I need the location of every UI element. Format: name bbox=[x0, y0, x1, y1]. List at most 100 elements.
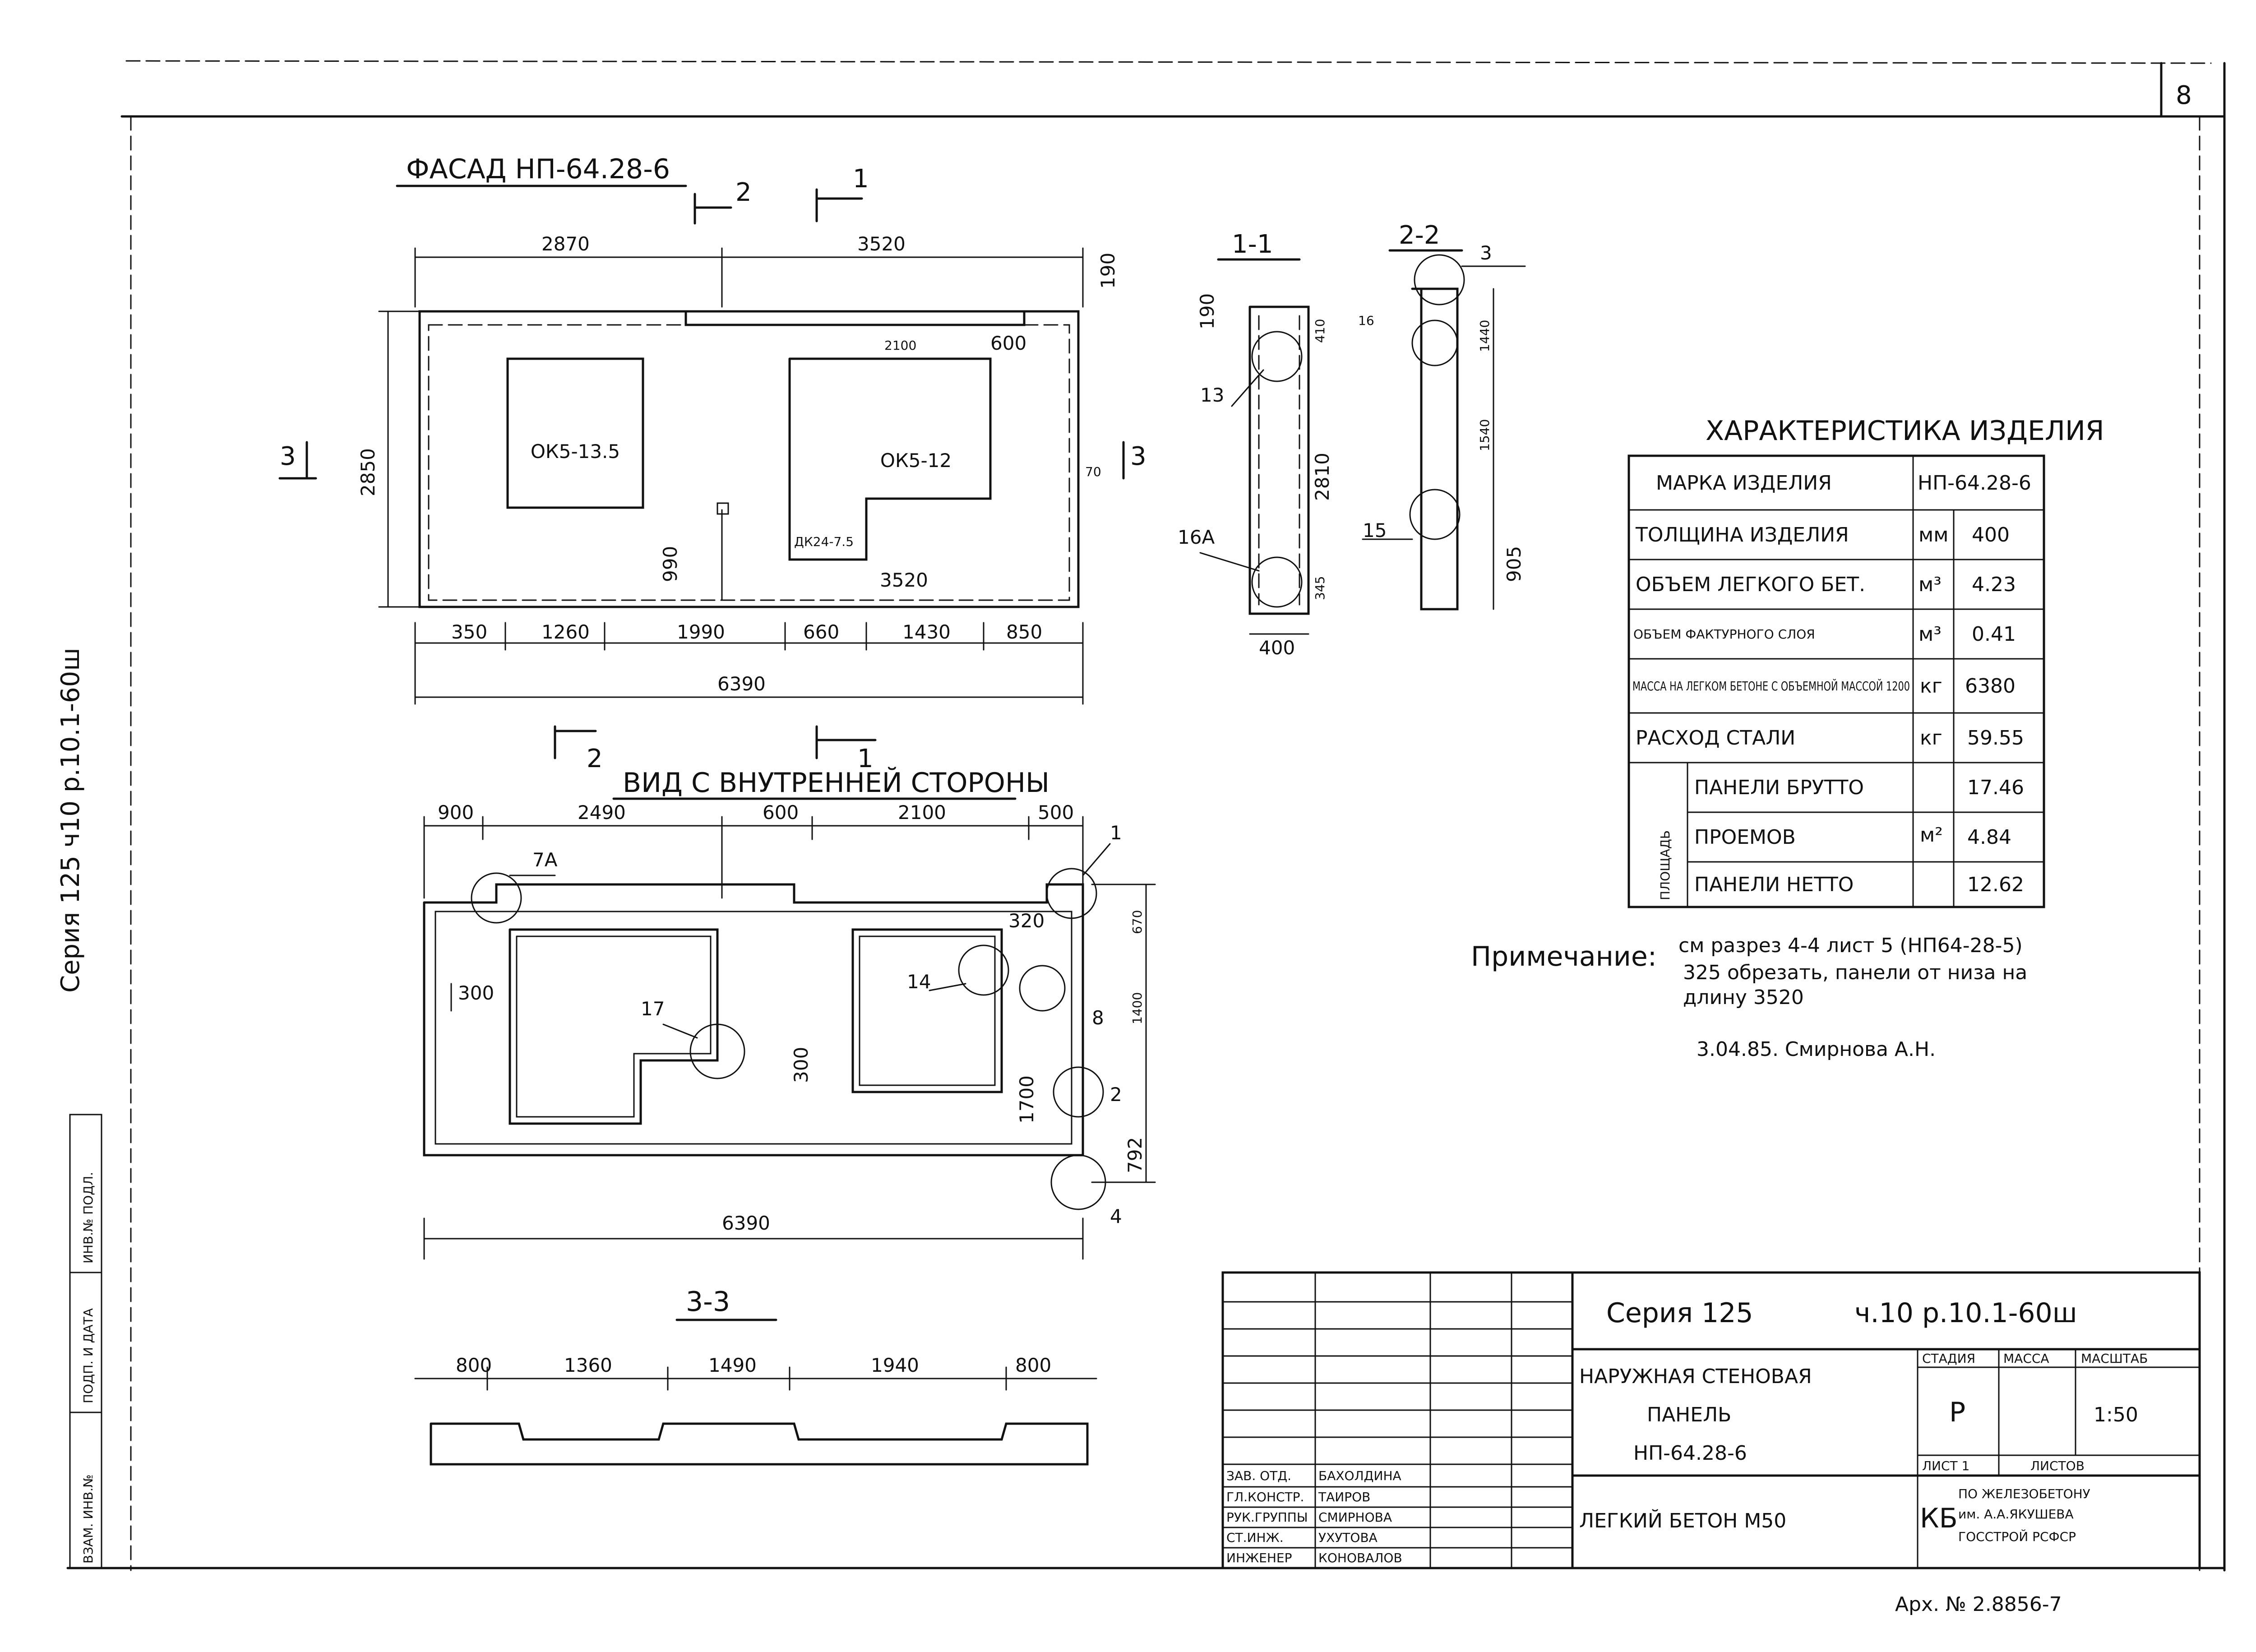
facade-dim-2870: 2870 bbox=[541, 233, 590, 255]
section33-dim-4: 1940 bbox=[871, 1354, 919, 1376]
tb-stage: Р bbox=[1949, 1397, 1965, 1428]
char-area-row-2-value: 4.84 bbox=[1967, 826, 2011, 849]
facade-dim-990: 990 bbox=[659, 546, 681, 582]
facade-dim-190: 190 bbox=[1097, 253, 1119, 289]
char-area-unit: м² bbox=[1920, 824, 1943, 847]
section22-dim-1540: 1540 bbox=[1477, 419, 1492, 451]
inner-top-dim-4: 2100 bbox=[898, 801, 946, 824]
tb-org-4: ГОССТРОЙ РСФСР bbox=[1958, 1529, 2076, 1544]
facade-cut-3-right: 3 bbox=[1130, 442, 1146, 471]
facade-bottom-dim-2: 1260 bbox=[541, 621, 590, 643]
tb-name-3: НП-64.28-6 bbox=[1633, 1442, 1747, 1465]
section11-dim-190: 190 bbox=[1196, 293, 1218, 329]
tb-code: ч.10 р.10.1-60ш bbox=[1854, 1297, 2077, 1329]
section33-dim-1: 800 bbox=[456, 1354, 492, 1376]
inner-view-title: ВИД С ВНУТРЕННЕЙ СТОРОНЫ bbox=[623, 766, 1049, 799]
tb-series: Серия 125 bbox=[1606, 1297, 1753, 1329]
section11-callout-13: 13 bbox=[1200, 384, 1224, 406]
facade-dim-3520: 3520 bbox=[857, 233, 906, 255]
tb-org-3: им. А.А.ЯКУШЕВА bbox=[1958, 1507, 2074, 1522]
section11-dim-400: 400 bbox=[1259, 637, 1295, 659]
facade-opening-right: ОК5-12 bbox=[880, 449, 952, 472]
inner-right-dim-1: 670 bbox=[1130, 910, 1145, 934]
staff-name-4: УХУТОВА bbox=[1318, 1530, 1378, 1545]
char-area-row-2-label: ПРОЕМОВ bbox=[1694, 826, 1796, 849]
facade-cut-2: 2 bbox=[735, 178, 752, 207]
section22-callout-16: 16 bbox=[1358, 313, 1374, 328]
section33-dim-3: 1490 bbox=[708, 1354, 757, 1376]
section11-dim-410: 410 bbox=[1313, 319, 1327, 343]
inner-top-dim-5: 500 bbox=[1038, 801, 1074, 824]
char-row-4-value: 6380 bbox=[1965, 675, 2016, 698]
char-row-3-label: ОБЪЕМ ФАКТУРНОГО СЛОЯ bbox=[1633, 627, 1815, 642]
char-mark-value: НП-64.28-6 bbox=[1918, 472, 2031, 495]
inner-top-dim-2: 2490 bbox=[578, 801, 626, 824]
char-mark-label: МАРКА ИЗДЕЛИЯ bbox=[1656, 472, 1832, 495]
section22-dim-1440: 1440 bbox=[1477, 320, 1492, 352]
char-row-3-unit: м³ bbox=[1919, 623, 1942, 646]
section33-title: 3-3 bbox=[686, 1286, 730, 1318]
left-strip-1: ИНВ.№ ПОДЛ. bbox=[81, 1172, 96, 1263]
note-line-3: длину 3520 bbox=[1683, 986, 1804, 1009]
tb-sheets-label: ЛИСТОВ bbox=[2030, 1458, 2085, 1473]
facade-opening-left: ОК5-13.5 bbox=[531, 440, 620, 463]
tb-mass-label: МАССА bbox=[2003, 1351, 2049, 1366]
char-row-2-label: ОБЪЕМ ЛЕГКОГО БЕТ. bbox=[1636, 573, 1865, 596]
inner-callout-1: 1 bbox=[1110, 822, 1122, 844]
facade-view: ФАСАД НП-64.28-6 2 1 2870 3520 190 2850 … bbox=[278, 153, 1146, 705]
inner-cut-1: 1 bbox=[857, 744, 874, 773]
facade-bottom-dim-1: 350 bbox=[451, 621, 487, 643]
left-strip-3: ВЗАМ. ИНВ.№ bbox=[81, 1474, 96, 1564]
facade-bottom-dim-5: 1430 bbox=[902, 621, 951, 643]
char-row-5-unit: кг bbox=[1920, 727, 1942, 750]
facade-bottom-dim-6: 850 bbox=[1006, 621, 1042, 643]
note-label: Примечание: bbox=[1471, 941, 1657, 972]
inner-callout-2: 2 bbox=[1110, 1083, 1122, 1106]
section-1-1: 1-1 190 410 2810 345 400 13 16А bbox=[1178, 230, 1333, 659]
char-row-1-value: 400 bbox=[1972, 523, 2010, 546]
facade-dim-2100: 2100 bbox=[884, 338, 916, 353]
tb-org-2: ПО ЖЕЛЕЗОБЕТОНУ bbox=[1958, 1486, 2090, 1501]
inner-view: 2 1 ВИД С ВНУТРЕННЕЙ СТОРОНЫ 900 2490 60… bbox=[423, 725, 1156, 1260]
facade-bottom-dim-4: 660 bbox=[803, 621, 839, 643]
facade-dim-3520-inner: 3520 bbox=[880, 569, 928, 591]
section-2-2: 2-2 3 16 15 1440 1540 905 bbox=[1358, 221, 1526, 611]
side-stamp: Серия 125 ч10 р.10.1-60ш bbox=[56, 648, 85, 993]
char-title: ХАРАКТЕРИСТИКА ИЗДЕЛИЯ bbox=[1706, 415, 2104, 447]
archive-number: Арх. № 2.8856-7 bbox=[1895, 1593, 2062, 1616]
inner-total-dim: 6390 bbox=[722, 1212, 770, 1234]
section22-callout-15: 15 bbox=[1363, 519, 1387, 541]
char-row-4-label: МАССА НА ЛЕГКОМ БЕТОНЕ С ОБЪЕМНОЙ МАССОЙ… bbox=[1632, 678, 1910, 694]
inner-small-dim-1: 320 bbox=[1008, 910, 1045, 932]
char-area-row-3-value: 12.62 bbox=[1967, 873, 2024, 896]
tb-scale-label: МАСШТАБ bbox=[2081, 1351, 2148, 1366]
staff-role-2: ГЛ.КОНСТР. bbox=[1226, 1490, 1304, 1504]
note-line-1: см разрез 4-4 лист 5 (НП64-28-5) bbox=[1678, 934, 2023, 957]
inner-top-dim-3: 600 bbox=[763, 801, 799, 824]
tb-name-2: ПАНЕЛЬ bbox=[1647, 1403, 1731, 1426]
section11-title: 1-1 bbox=[1232, 230, 1273, 259]
staff-name-5: КОНОВАЛОВ bbox=[1318, 1550, 1402, 1565]
facade-cut-3-left: 3 bbox=[280, 442, 296, 471]
section11-dim-345: 345 bbox=[1313, 576, 1327, 600]
tb-sheet-label: ЛИСТ 1 bbox=[1922, 1458, 1969, 1473]
char-row-3-value: 0.41 bbox=[1972, 623, 2016, 646]
inner-top-dim-1: 900 bbox=[438, 801, 474, 824]
facade-door: ДК24-7.5 bbox=[794, 534, 854, 549]
staff-role-1: ЗАВ. ОТД. bbox=[1226, 1468, 1291, 1483]
characteristics-table: ХАРАКТЕРИСТИКА ИЗДЕЛИЯ МАРКА ИЗДЕЛИЯ НП-… bbox=[1627, 415, 2104, 908]
section22-title: 2-2 bbox=[1399, 221, 1440, 250]
staff-role-3: РУК.ГРУППЫ bbox=[1226, 1510, 1308, 1525]
staff-name-3: СМИРНОВА bbox=[1318, 1510, 1392, 1525]
section-3-3: 3-3 800 1360 1490 1940 800 bbox=[414, 1286, 1097, 1466]
facade-cut-1: 1 bbox=[853, 164, 869, 194]
char-area-label: ПЛОЩАДЬ bbox=[1658, 830, 1673, 900]
inner-right-dim-3: 1700 bbox=[1016, 1075, 1038, 1124]
inner-callout-8: 8 bbox=[1092, 1007, 1104, 1029]
char-area-row-3-label: ПАНЕЛИ НЕТТО bbox=[1694, 873, 1854, 896]
staff-role-4: СТ.ИНЖ. bbox=[1226, 1530, 1284, 1545]
note-line-2: 325 обрезать, панели от низа на bbox=[1683, 961, 2027, 984]
inner-callout-4: 4 bbox=[1110, 1205, 1122, 1227]
facade-total-dim: 6390 bbox=[717, 673, 766, 695]
inner-left-dim: 300 bbox=[458, 982, 494, 1004]
